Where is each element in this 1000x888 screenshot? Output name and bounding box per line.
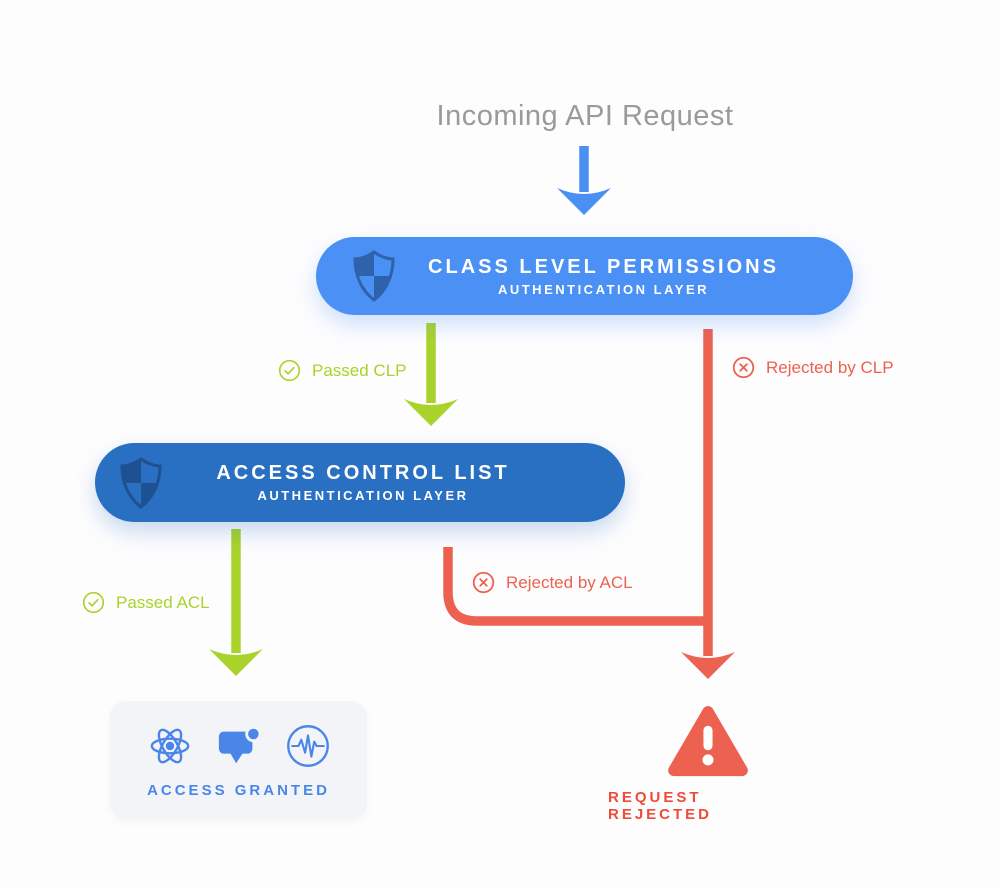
shield-icon — [120, 456, 162, 509]
check-circle-icon — [82, 591, 105, 614]
passed-acl-arrow — [209, 529, 263, 676]
page-title: Incoming API Request — [436, 100, 734, 132]
granted-icons-row — [147, 723, 331, 769]
passed-clp-arrow — [404, 323, 458, 426]
outcome-access-granted: ACCESS GRANTED — [110, 701, 367, 820]
x-circle-icon — [732, 356, 755, 379]
warning-triangle-icon — [668, 706, 748, 777]
node-access-control-list: ACCESS CONTROL LIST AUTHENTICATION LAYER — [95, 443, 625, 522]
request-rejected-label: REQUEST REJECTED — [608, 789, 713, 823]
node-subtitle: AUTHENTICATION LAYER — [257, 488, 469, 503]
node-title: ACCESS CONTROL LIST — [216, 462, 510, 484]
label-rejected-acl: Rejected by ACL — [472, 571, 633, 594]
outcome-request-rejected: REQUEST REJECTED — [608, 703, 808, 823]
edge-label-text: Passed ACL — [116, 592, 210, 612]
edge-label-text: Rejected by ACL — [506, 572, 633, 592]
check-circle-icon — [278, 359, 301, 382]
node-text: CLASS LEVEL PERMISSIONS AUTHENTICATION L… — [398, 256, 853, 297]
label-rejected-clp: Rejected by CLP — [732, 356, 894, 379]
rejected-clp-line — [681, 329, 735, 679]
node-text: ACCESS CONTROL LIST AUTHENTICATION LAYER — [165, 462, 625, 503]
node-subtitle: AUTHENTICATION LAYER — [497, 281, 710, 297]
node-class-level-permissions: CLASS LEVEL PERMISSIONS AUTHENTICATION L… — [316, 237, 853, 315]
x-circle-icon — [472, 571, 495, 594]
atom-icon — [150, 728, 189, 763]
node-title: CLASS LEVEL PERMISSIONS — [428, 255, 779, 278]
edge-label-text: Rejected by CLP — [766, 357, 894, 377]
shield-icon — [353, 250, 395, 302]
incoming-request-arrow — [557, 146, 611, 215]
pulse-icon — [286, 724, 329, 767]
label-passed-acl: Passed ACL — [82, 591, 210, 614]
access-granted-label: ACCESS GRANTED — [147, 781, 330, 799]
label-passed-clp: Passed CLP — [278, 359, 407, 382]
edge-label-text: Passed CLP — [312, 360, 407, 380]
chat-bubble-icon — [218, 725, 262, 763]
